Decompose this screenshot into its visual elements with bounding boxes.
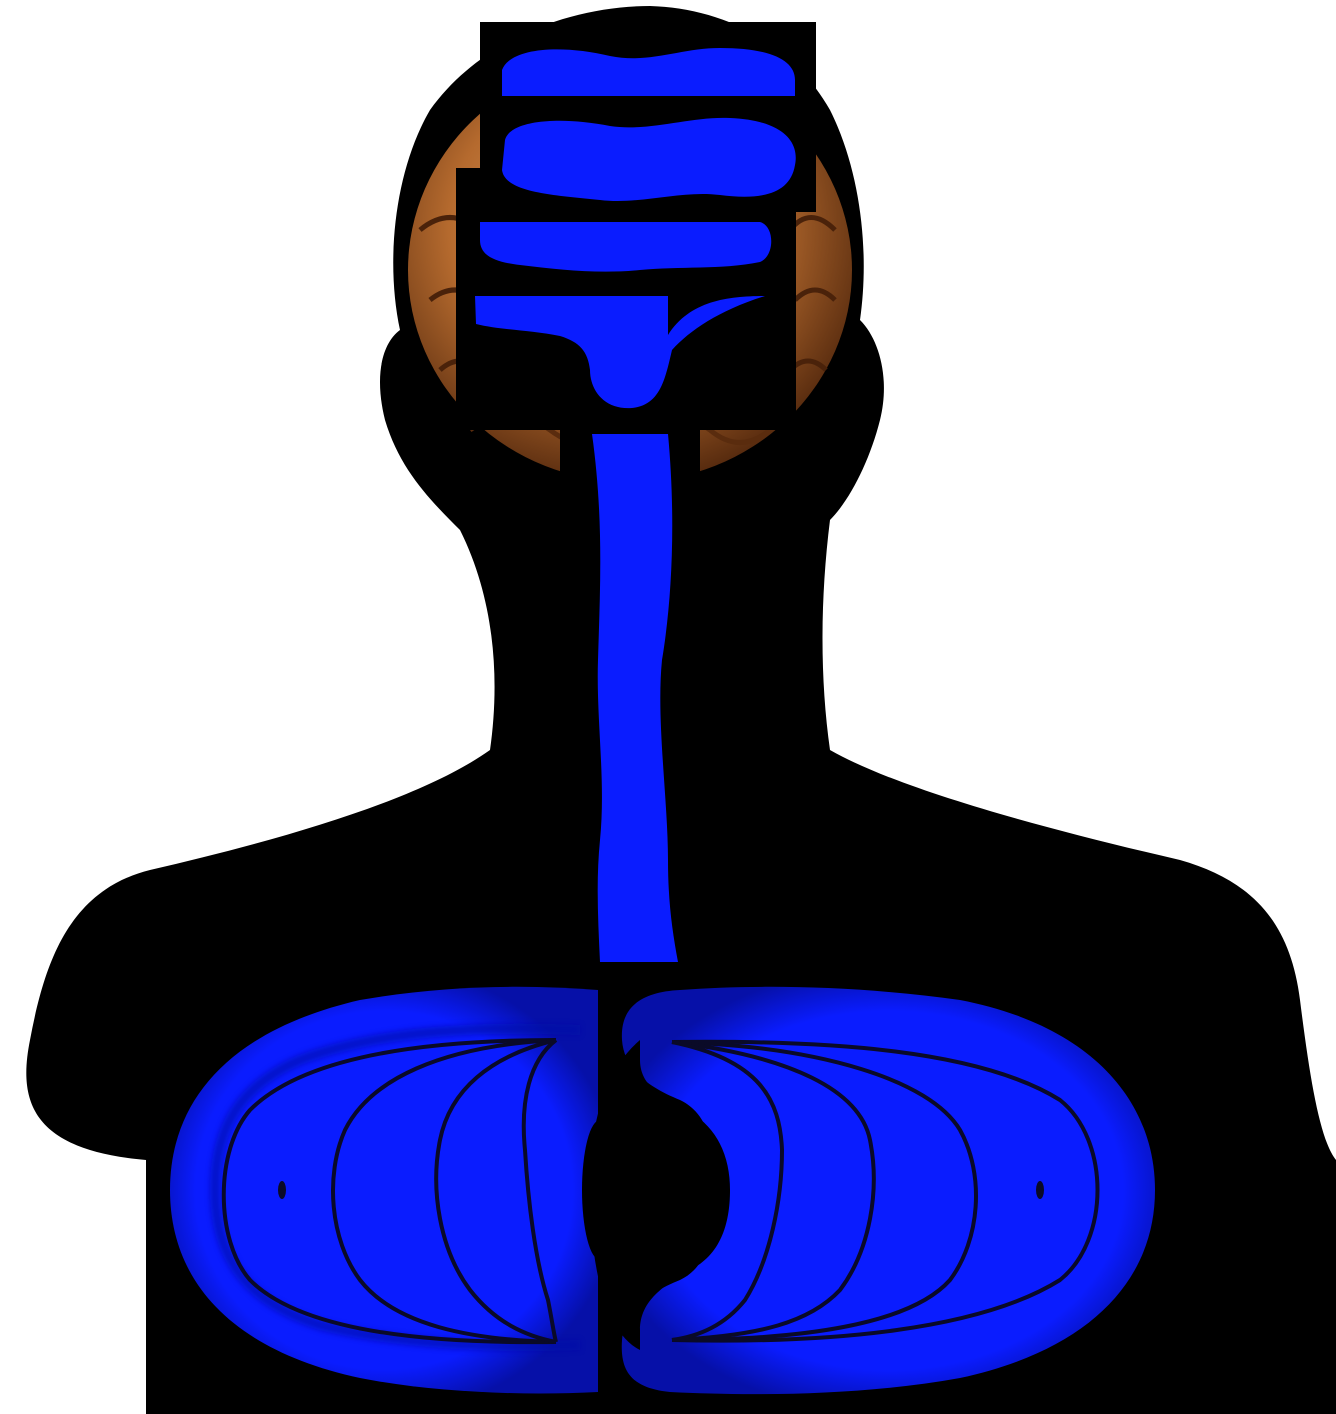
chest-divider (598, 990, 606, 1414)
chest-lobe-right (590, 987, 1155, 1394)
right-lobe-node (1036, 1181, 1044, 1199)
left-lobe-node (278, 1181, 286, 1199)
brain-band-2 (502, 118, 796, 201)
brain-band-3 (480, 222, 771, 272)
